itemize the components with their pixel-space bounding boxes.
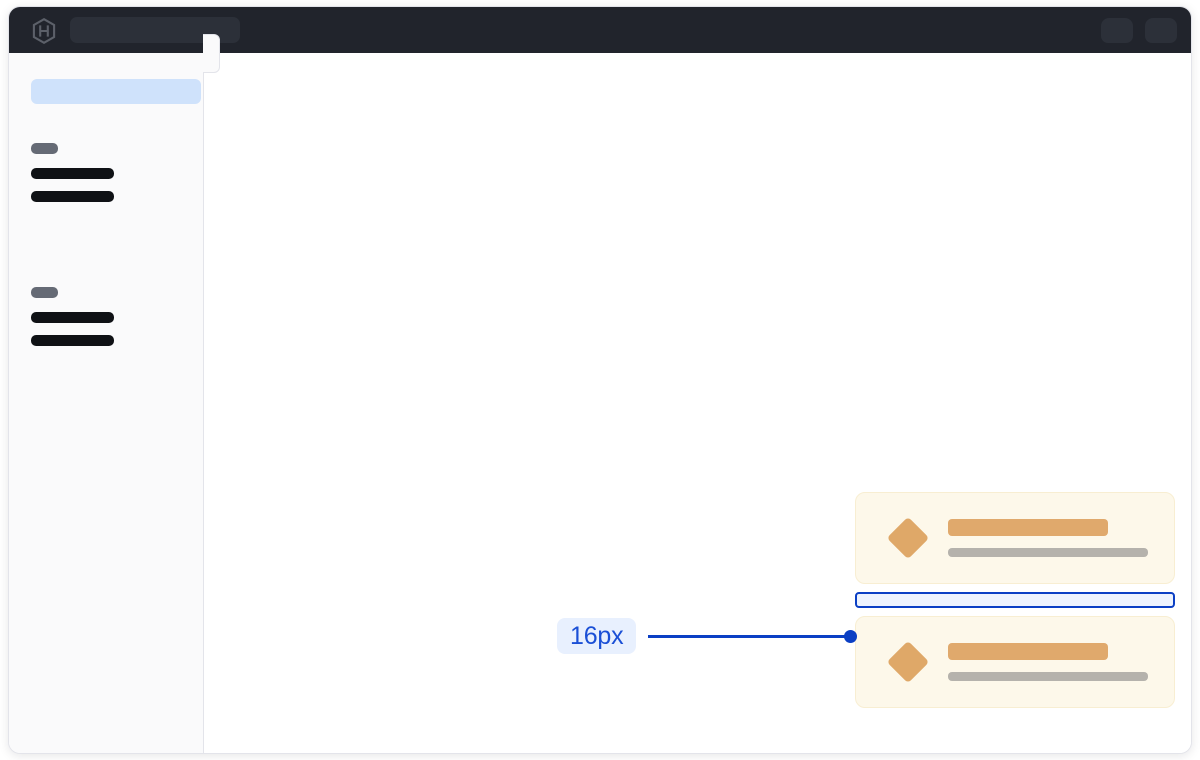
measurement-anchor-dot xyxy=(844,630,857,643)
topbar-action-1[interactable] xyxy=(1145,18,1177,43)
sidebar-group-0 xyxy=(31,143,191,214)
card-text xyxy=(948,519,1148,557)
top-bar xyxy=(9,7,1191,53)
sidebar-group-label xyxy=(31,287,58,298)
measurement-leader-line xyxy=(648,635,851,638)
sidebar-item-1-0[interactable] xyxy=(31,312,114,323)
topbar-action-0[interactable] xyxy=(1101,18,1133,43)
content-card[interactable] xyxy=(855,492,1175,584)
sidebar-item-0-1[interactable] xyxy=(31,191,114,202)
diamond-icon xyxy=(886,516,930,560)
card-title xyxy=(948,519,1108,536)
sidebar-item-1-1[interactable] xyxy=(31,335,114,346)
card-stack xyxy=(855,492,1175,708)
sidebar-collapse-handle-icon[interactable] xyxy=(203,34,220,73)
card-subtitle xyxy=(948,548,1148,557)
sidebar-item-active[interactable] xyxy=(31,79,201,104)
window-frame: 16px xyxy=(8,6,1192,754)
diamond-icon xyxy=(886,640,930,684)
card-text xyxy=(948,643,1148,681)
topbar-actions xyxy=(1101,18,1177,43)
sidebar-group-1 xyxy=(31,287,191,358)
card-title xyxy=(948,643,1108,660)
hexagon-h-logo-icon[interactable] xyxy=(31,17,57,45)
measurement-value-label: 16px xyxy=(557,618,637,654)
gap-measurement-highlight xyxy=(855,592,1175,608)
sidebar xyxy=(9,53,204,753)
sidebar-item-0-0[interactable] xyxy=(31,168,114,179)
content-card[interactable] xyxy=(855,616,1175,708)
card-subtitle xyxy=(948,672,1148,681)
sidebar-group-label xyxy=(31,143,58,154)
